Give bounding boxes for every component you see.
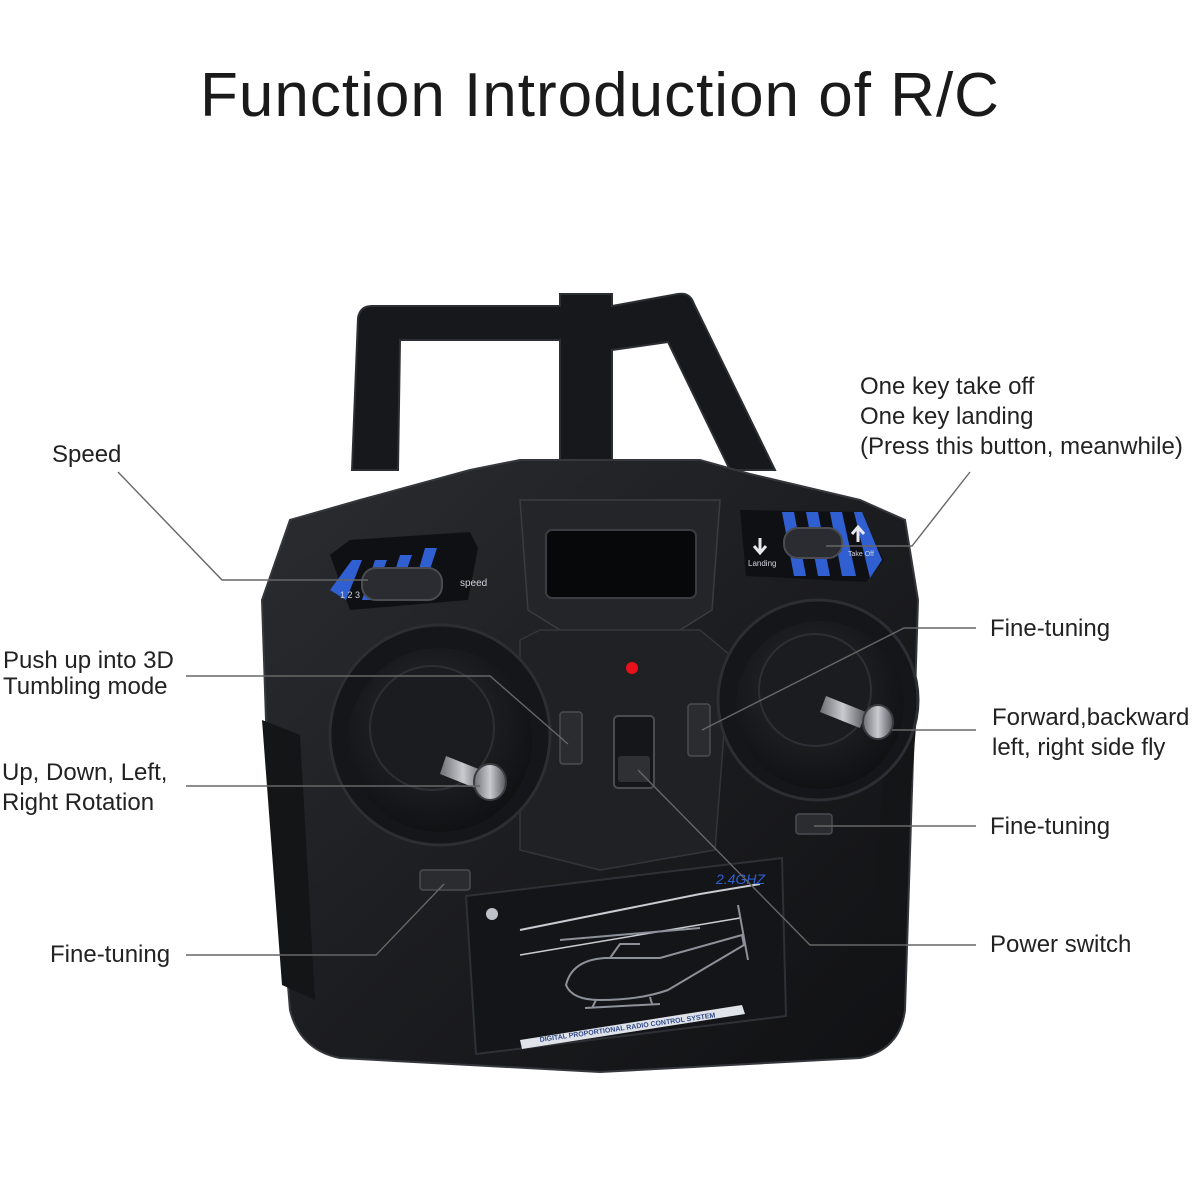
- down-arrow-icon: [752, 538, 768, 556]
- callout-lines: [117, 471, 976, 956]
- fine-tuning-left-label: Fine-tuning: [50, 941, 171, 968]
- right-joystick[interactable]: [820, 696, 894, 740]
- speed-switch[interactable]: [361, 567, 443, 601]
- speed-panel: 1 2 3 speed: [330, 532, 487, 610]
- page-title: Function Introduction of R/C: [200, 61, 1000, 130]
- power-led: [626, 662, 638, 674]
- speed-numbers-text: 1 2 3: [340, 590, 360, 600]
- fine-right-top-line: [701, 627, 976, 731]
- power-switch-label: Power switch: [990, 931, 1132, 958]
- takeoff-label-line2: One key landing: [860, 403, 1034, 430]
- speed-label: Speed: [52, 441, 122, 468]
- speed-label-text: speed: [460, 578, 487, 589]
- helicopter-icon: [559, 904, 749, 1009]
- left-gimbal: [328, 623, 552, 847]
- forward-label-line2: left, right side fly: [992, 734, 1166, 761]
- up-arrow-icon: [850, 524, 866, 542]
- speed-line: [117, 471, 368, 581]
- left-horizontal-trim[interactable]: [419, 869, 471, 891]
- forward-label-line1: Forward,backward: [992, 704, 1190, 731]
- left-vertical-trim[interactable]: [559, 711, 583, 765]
- fine-tuning-right-top-label: Fine-tuning: [990, 615, 1111, 642]
- takeoff-label-line3: (Press this button, meanwhile): [860, 433, 1183, 460]
- takeoff-landing-button[interactable]: [783, 527, 843, 559]
- frequency-text: 2.4GHZ: [715, 871, 765, 887]
- right-horizontal-trim[interactable]: [795, 813, 833, 835]
- right-vertical-trim[interactable]: [687, 703, 711, 757]
- right-gimbal: [716, 598, 920, 802]
- rotation-label-line2: Right Rotation: [2, 789, 155, 816]
- fine-tuning-right-bottom-label: Fine-tuning: [990, 813, 1111, 840]
- takeoff-label-text: Take Off: [848, 551, 874, 558]
- cover-screw-icon: [486, 908, 498, 920]
- carry-handle: [350, 292, 777, 471]
- display-window: [545, 529, 697, 599]
- push-label-line2: Tumbling mode: [3, 673, 168, 700]
- takeoff-line: [826, 471, 971, 547]
- fine-left-line: [186, 883, 445, 956]
- left-joystick[interactable]: [440, 756, 507, 801]
- power-line: [637, 769, 976, 946]
- takeoff-panel: Landing Take Off: [740, 510, 884, 582]
- landing-label-text: Landing: [748, 559, 776, 568]
- rotation-label-line1: Up, Down, Left,: [2, 759, 168, 786]
- takeoff-label-line1: One key take off: [860, 373, 1035, 400]
- push-line: [186, 675, 569, 745]
- battery-cover: 2.4GHZ DIGITAL PROPORTIONAL RADIO CONTRO…: [464, 856, 788, 1056]
- power-switch-knob: [618, 756, 650, 782]
- push-label-line1: Push up into 3D: [3, 647, 174, 674]
